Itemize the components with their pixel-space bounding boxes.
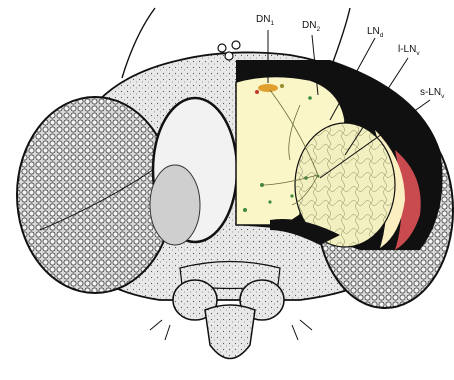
label-dn2: DN2 (302, 20, 320, 33)
label-dn1: DN1 (256, 14, 274, 27)
label-llnv: l-LNv (398, 44, 420, 57)
label-slnv: s-LNv (420, 87, 445, 100)
left-compound-eye (17, 97, 173, 293)
label-lnd: LNd (367, 26, 384, 39)
left-lobe-detail (150, 165, 200, 245)
